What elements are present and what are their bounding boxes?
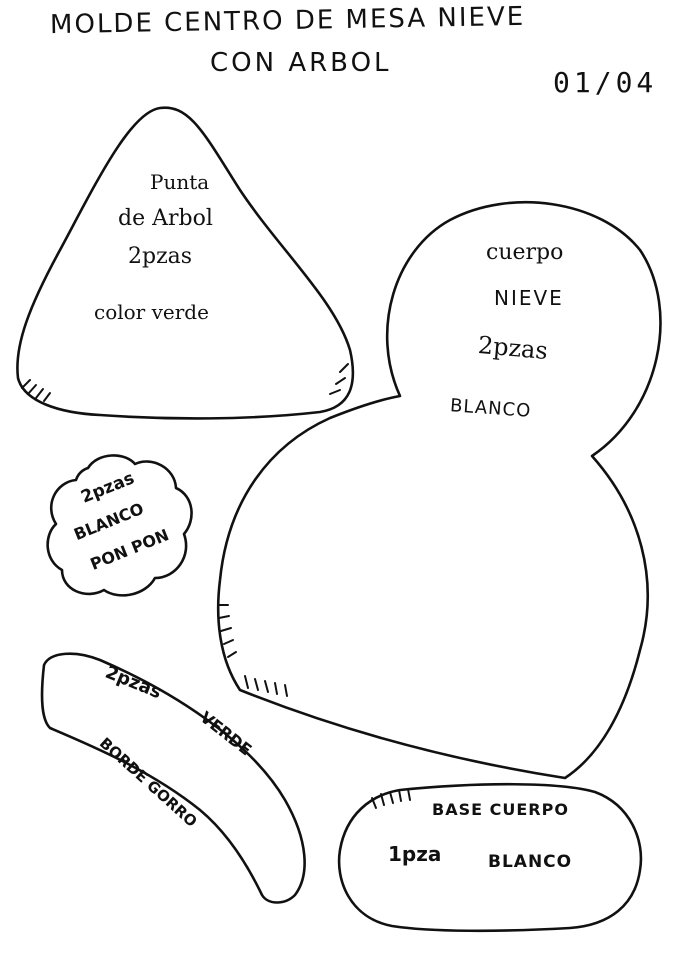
snow-body-label-2: NIEVE <box>494 286 564 310</box>
body-base-ticks <box>371 788 411 809</box>
title-line-2: CON ARBOL <box>210 48 392 78</box>
tree-tip-label-1: Punta <box>150 170 210 194</box>
tree-tip-outline <box>16 106 355 420</box>
snow-body-outline <box>216 201 662 780</box>
tree-tip-ticks <box>21 363 349 402</box>
tree-tip-label-2: de Arbol <box>118 206 213 231</box>
body-base-label-2: 1pza <box>388 842 442 866</box>
tree-tip-label-3: 2pzas <box>128 244 193 269</box>
hat-border-outline <box>40 652 306 904</box>
pompom-outline <box>46 454 193 597</box>
snow-body-label-3: 2pzas <box>476 331 549 365</box>
tree-tip-label-4: color verde <box>94 300 209 324</box>
snow-body-label-1: cuerpo <box>486 240 564 265</box>
body-base-label-3: BLANCO <box>488 852 573 872</box>
snow-body-ticks <box>217 604 288 697</box>
page-number: 01/04 <box>553 66 658 99</box>
body-base-label-1: BASE CUERPO <box>432 800 569 819</box>
body-base-outline <box>337 782 643 933</box>
